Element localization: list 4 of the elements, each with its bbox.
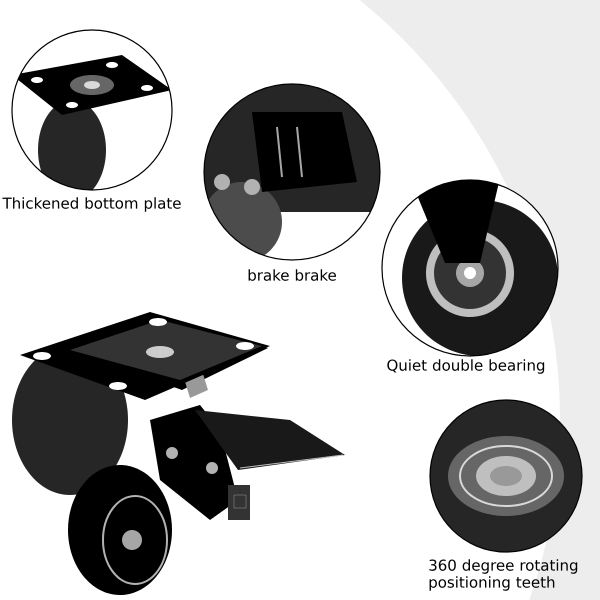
- node-label: 360 degree rotating positioning teeth: [429, 559, 578, 591]
- node-label: Quiet double bearing: [387, 359, 544, 374]
- node-label: Thickened bottom plate: [2, 197, 181, 212]
- node-label: brake brake: [248, 269, 336, 281]
